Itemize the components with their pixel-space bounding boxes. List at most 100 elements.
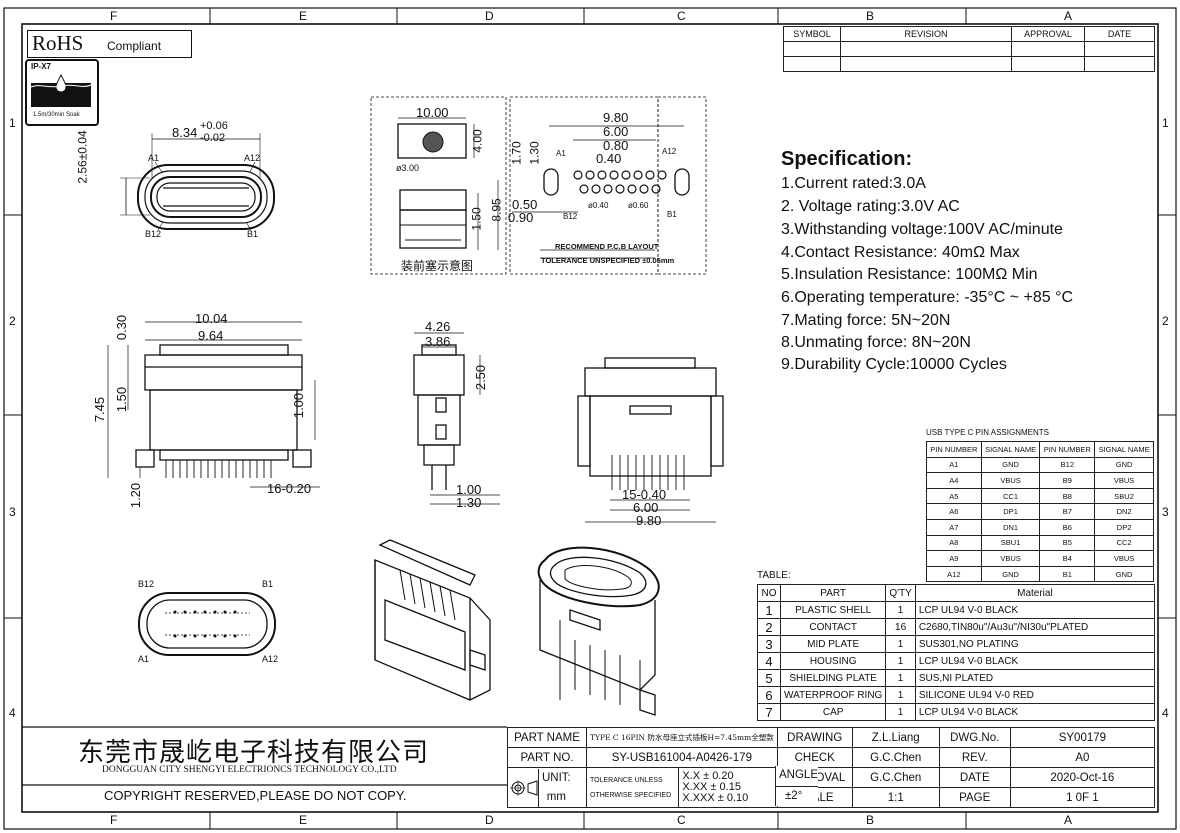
table-cell: B8 bbox=[1039, 487, 1096, 505]
table-cell: VBUS bbox=[1094, 472, 1154, 489]
bom-header: PART bbox=[779, 584, 887, 602]
unit-value: mm bbox=[546, 791, 566, 803]
dim-panel-height: 4.00 bbox=[470, 129, 485, 153]
row-ticks bbox=[4, 214, 1176, 619]
pin-label-a1-pcb: A1 bbox=[556, 149, 566, 158]
water-drop-icon bbox=[30, 73, 92, 107]
tolerance-value: X.X ± 0.20 bbox=[682, 770, 734, 782]
dim-pcb-w1: 9.80 bbox=[603, 110, 629, 125]
table-cell: 16 bbox=[885, 618, 916, 636]
dim-front-w2: 9.64 bbox=[198, 328, 224, 343]
spec-line: 7.Mating force: 5N~20N bbox=[781, 312, 951, 329]
rev-label: REV. bbox=[938, 747, 1011, 768]
side-view bbox=[413, 332, 500, 505]
company-name-cn: 东莞市晟屹电子科技有限公司 bbox=[78, 738, 430, 768]
table-cell: MID PLATE bbox=[779, 635, 887, 653]
table-cell: DN2 bbox=[1094, 503, 1154, 520]
dim-panel-h3: 1.50 bbox=[469, 207, 484, 231]
table-cell: 2 bbox=[757, 618, 781, 636]
table-cell: A12 bbox=[926, 565, 982, 583]
pin-label-a12-bottom: A12 bbox=[262, 654, 279, 664]
col-label-a-bottom: A bbox=[1064, 813, 1073, 827]
pin-label-b1-pcb: B1 bbox=[667, 210, 677, 219]
col-label-b-top: B bbox=[866, 9, 875, 23]
revision-header-symbol: SYMBOL bbox=[783, 26, 841, 42]
projection-symbol-icon bbox=[510, 779, 538, 796]
table-cell: VBUS bbox=[980, 472, 1041, 489]
tolerance-label-cell: TOLERANCE UNLESS OTHERWISE SPECIFIED bbox=[585, 767, 680, 808]
front-view bbox=[107, 321, 320, 488]
dim-front-h2: 1.50 bbox=[114, 386, 130, 413]
dim-pcb-w3: 0.80 bbox=[603, 138, 629, 153]
spec-line: 2. Voltage rating:3.0V AC bbox=[781, 198, 960, 215]
spec-line: 8.Unmating force: 8N~20N bbox=[781, 334, 971, 351]
date-value: 2020-Oct-16 bbox=[1009, 767, 1156, 788]
table-cell: 1 bbox=[885, 686, 916, 704]
angle-box: ANGLE ±2° bbox=[775, 766, 818, 806]
scale-value: 1:1 bbox=[851, 787, 940, 808]
dim-top-width: 8.34 bbox=[172, 125, 198, 140]
dim-pcb-d1: ø0.40 bbox=[588, 201, 609, 210]
spec-title: Specification: bbox=[781, 148, 913, 170]
spec-line: 9.Durability Cycle:10000 Cycles bbox=[781, 356, 1007, 373]
table-cell: 1 bbox=[885, 601, 916, 619]
table-cell: LCP UL94 V-0 BLACK bbox=[914, 601, 1156, 619]
revision-row bbox=[783, 56, 1155, 72]
table-cell: SILICONE UL94 V-0 RED bbox=[914, 686, 1156, 704]
table-cell: WATERPROOF RING bbox=[779, 686, 887, 704]
table-cell: B9 bbox=[1039, 472, 1096, 489]
table-cell: 7 bbox=[757, 703, 781, 721]
table-cell: 5 bbox=[757, 669, 781, 687]
unit-label: UNIT: bbox=[542, 772, 571, 784]
bom-header: NO bbox=[757, 584, 781, 602]
title-block-table: PART NAME TYPE C 16PIN 防水母座立式插板H=7.45mm全… bbox=[507, 727, 1156, 808]
dim-front-pitch: 16-0.20 bbox=[267, 481, 312, 496]
projection-cell: UNIT: mm bbox=[507, 767, 587, 808]
dim-top-tol-plus: +0.06 bbox=[200, 120, 228, 132]
row-label-1-left: 1 bbox=[9, 116, 16, 130]
part-name-value: TYPE C 16PIN 防水母座立式插板H=7.45mm全塑款 bbox=[586, 727, 778, 748]
pin-assign-header-row: PIN NUMBER SIGNAL NAME PIN NUMBER SIGNAL… bbox=[926, 441, 1154, 458]
dim-top-tol-minus: -0.02 bbox=[200, 132, 226, 144]
table-cell: HOUSING bbox=[779, 652, 887, 670]
bom-header: Material bbox=[914, 584, 1156, 602]
dim-panel-h2: 8.95 bbox=[489, 198, 504, 222]
dim-panel-hole: ø3.00 bbox=[396, 163, 420, 173]
table-cell: SBU1 bbox=[980, 534, 1041, 552]
table-cell: A8 bbox=[926, 534, 982, 552]
table-cell: SBU2 bbox=[1094, 487, 1154, 505]
revision-table: SYMBOL REVISION APPROVAL DATE bbox=[783, 26, 1155, 72]
dim-pcb-h1: 1.70 bbox=[509, 141, 524, 165]
dim-side-h3: 1.30 bbox=[456, 495, 482, 510]
top-view-receptacle bbox=[120, 133, 275, 231]
dim-rear-w2: 9.80 bbox=[636, 513, 662, 528]
rear-view bbox=[577, 357, 724, 523]
table-cell: A7 bbox=[926, 518, 982, 536]
pin-assign-title: USB TYPE C PIN ASSIGNMENTS bbox=[926, 428, 1049, 437]
table-cell: 4 bbox=[757, 652, 781, 670]
dim-panel-width: 10.00 bbox=[416, 105, 449, 120]
spec-line: 1.Current rated:3.0A bbox=[781, 175, 926, 192]
check-label: CHECK bbox=[776, 747, 853, 768]
table-cell: B5 bbox=[1039, 534, 1096, 552]
table-cell: SHIELDING PLATE bbox=[779, 669, 887, 687]
revision-header-revision: REVISION bbox=[840, 26, 1012, 42]
table-cell: GND bbox=[1094, 456, 1154, 474]
col-label-e-top: E bbox=[299, 9, 308, 23]
inner-frame bbox=[21, 23, 1159, 813]
table-cell: B7 bbox=[1039, 503, 1096, 520]
row-label-4-left: 4 bbox=[9, 706, 16, 720]
outer-frame bbox=[3, 7, 1177, 830]
pin-label-a12-top: A12 bbox=[244, 153, 261, 163]
copyright-text: COPYRIGHT RESERVED,PLEASE DO NOT COPY. bbox=[104, 788, 407, 803]
pin-label-a1-top: A1 bbox=[148, 153, 160, 163]
table-cell: SUS301,NO PLATING bbox=[914, 635, 1156, 653]
